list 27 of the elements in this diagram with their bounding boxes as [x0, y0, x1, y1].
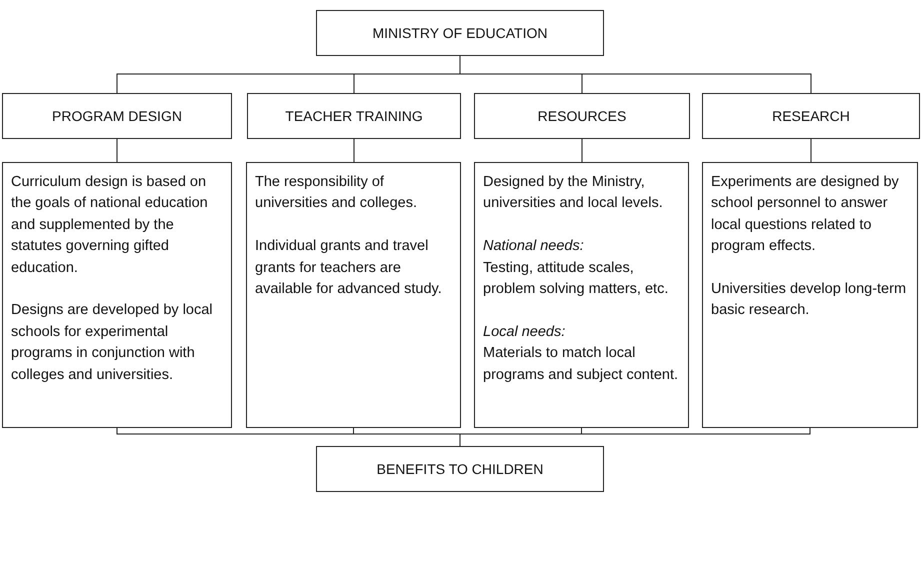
- paragraph: Universities develop long-term basic research.: [711, 280, 908, 320]
- title-box: [2, 93, 232, 139]
- box-title: BENEFITS TO CHILDREN: [376, 461, 544, 477]
- paragraph: Experiments are designed by school personnel to answer local questions related to program effects.: [711, 173, 900, 256]
- box-title: RESEARCH: [772, 108, 850, 124]
- connector-line: [810, 138, 812, 162]
- paragraph: National needs: Testing, attitude scales, problem solving matters, etc.: [483, 237, 670, 300]
- description-box: [246, 162, 461, 428]
- title-box: [702, 93, 920, 139]
- box-title: PROGRAM DESIGN: [52, 108, 182, 124]
- paragraph: Designs are developed by local schools for experimental programs in conjunction with colleges and universities.: [11, 301, 214, 385]
- box-title: TEACHER TRAINING: [285, 108, 423, 124]
- box-title: MINISTRY OF EDUCATION: [372, 25, 548, 41]
- description-box: [2, 162, 232, 428]
- box-title: RESOURCES: [538, 108, 626, 124]
- title-box: [316, 10, 604, 56]
- paragraph: The responsibility of universities and colleges.: [255, 173, 418, 214]
- paragraph: Individual grants and travel grants for teachers are available for advanced study.: [255, 237, 443, 300]
- title-box: [247, 93, 461, 139]
- paragraph: Designed by the Ministry, universities and local levels.: [483, 173, 664, 214]
- title-box: [316, 446, 604, 492]
- paragraph: Local needs: Materials to match local programs and subject content.: [483, 322, 680, 385]
- description-box: [702, 162, 918, 428]
- paragraph: Curriculum design is based on the goals of national education and supplemented by the statutes governing gifted education.: [11, 173, 209, 278]
- connector-line: [116, 138, 118, 162]
- description-box: [474, 162, 689, 428]
- title-box: [474, 93, 690, 139]
